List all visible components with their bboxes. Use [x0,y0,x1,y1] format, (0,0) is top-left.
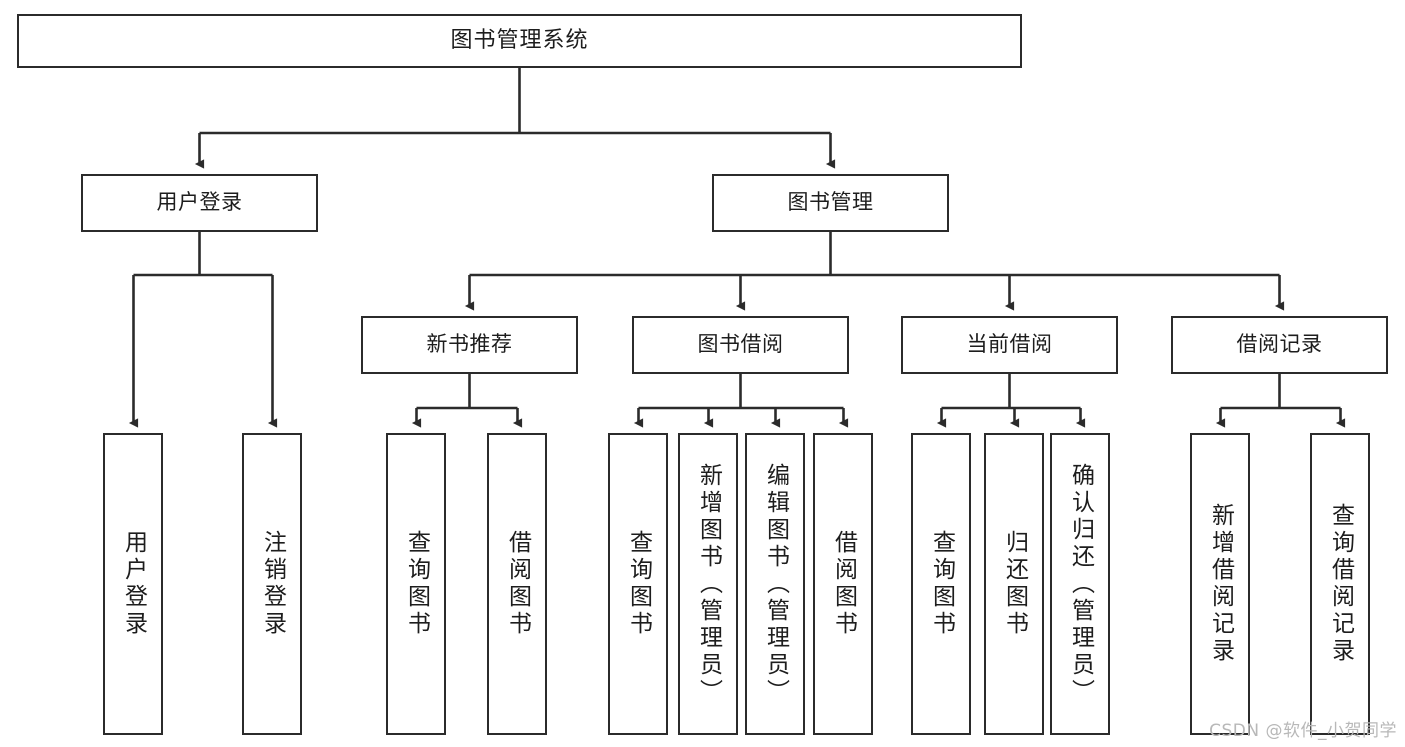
leaf-return-book-label: 归还图书 [1001,530,1028,638]
leaf-user-login-label: 用户登录 [120,530,147,638]
watermark: CSDN @软件_小贺同学 [1209,721,1397,741]
node-new-book-recommend[interactable]: 新书推荐 [361,316,578,374]
leaf-borrow-book-2-label: 借阅图书 [830,530,857,638]
leaf-user-login[interactable]: 用户登录 [103,433,163,735]
node-current-borrow-label: 当前借阅 [966,332,1053,357]
node-root[interactable]: 图书管理系统 [17,14,1022,68]
leaf-query-book-3-label: 查询图书 [928,530,955,638]
leaf-return-book[interactable]: 归还图书 [984,433,1044,735]
node-root-label: 图书管理系统 [450,28,589,54]
node-current-borrow[interactable]: 当前借阅 [901,316,1118,374]
leaf-query-book-1[interactable]: 查询图书 [386,433,446,735]
node-new-book-recommend-label: 新书推荐 [426,332,513,357]
leaf-confirm-return-label: 确认归还（管理员） [1067,462,1094,706]
node-book-manage[interactable]: 图书管理 [712,174,949,232]
node-book-borrow-label: 图书借阅 [697,332,784,357]
leaf-query-book-1-label: 查询图书 [403,530,430,638]
leaf-add-record[interactable]: 新增借阅记录 [1190,433,1250,735]
leaf-query-book-2[interactable]: 查询图书 [608,433,668,735]
leaf-add-book-label: 新增图书（管理员） [695,462,722,706]
leaf-borrow-book-1[interactable]: 借阅图书 [487,433,547,735]
leaf-user-logout-label: 注销登录 [259,530,286,638]
leaf-query-record[interactable]: 查询借阅记录 [1310,433,1370,735]
leaf-query-book-2-label: 查询图书 [625,530,652,638]
leaf-query-book-3[interactable]: 查询图书 [911,433,971,735]
leaf-user-logout[interactable]: 注销登录 [242,433,302,735]
leaf-add-book[interactable]: 新增图书（管理员） [678,433,738,735]
node-user-login-label: 用户登录 [156,190,243,215]
leaf-borrow-book-2[interactable]: 借阅图书 [813,433,873,735]
node-user-login[interactable]: 用户登录 [81,174,318,232]
node-borrow-record[interactable]: 借阅记录 [1171,316,1388,374]
leaf-borrow-book-1-label: 借阅图书 [504,530,531,638]
leaf-query-record-label: 查询借阅记录 [1327,503,1354,665]
leaf-edit-book[interactable]: 编辑图书（管理员） [745,433,805,735]
node-book-borrow[interactable]: 图书借阅 [632,316,849,374]
node-borrow-record-label: 借阅记录 [1236,332,1323,357]
leaf-confirm-return[interactable]: 确认归还（管理员） [1050,433,1110,735]
node-book-manage-label: 图书管理 [787,190,874,215]
leaf-edit-book-label: 编辑图书（管理员） [762,462,789,706]
leaf-add-record-label: 新增借阅记录 [1207,503,1234,665]
